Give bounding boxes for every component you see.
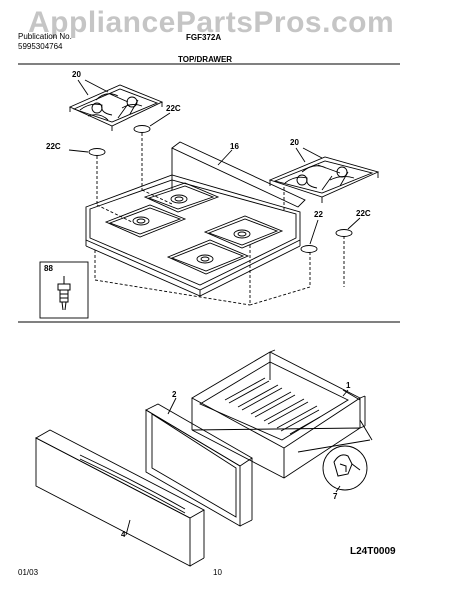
drawer-glide xyxy=(333,454,361,477)
cooktop-main xyxy=(85,141,306,297)
inset-box xyxy=(39,261,89,319)
publication-number: 5995304764 xyxy=(18,42,63,51)
burner-cap-right xyxy=(335,229,353,237)
grate-right xyxy=(268,156,380,203)
callout-cap-left-a: 22C xyxy=(166,104,181,113)
drawer-body xyxy=(191,349,366,479)
callout-grate-left: 20 xyxy=(72,70,81,79)
burner-cap-left-a xyxy=(133,125,151,133)
section-title: TOP/DRAWER xyxy=(178,55,233,64)
callout-cap-left-b: 22C xyxy=(46,142,61,151)
burner-cap-left-b xyxy=(88,148,106,156)
model-number: FGF372A xyxy=(186,33,222,42)
callout-drawer: 1 xyxy=(346,381,351,390)
callout-drawer-front: 4 xyxy=(121,530,126,539)
callout-head-right: 22 xyxy=(314,210,323,219)
grate-left xyxy=(68,84,164,131)
callout-cap-right: 22C xyxy=(356,209,371,218)
glide-detail-circle xyxy=(322,445,368,491)
callout-grate-right: 20 xyxy=(290,138,299,147)
drawer-front-panel xyxy=(35,429,205,567)
burner-head-right xyxy=(300,245,318,253)
callout-drawer-liner: 2 xyxy=(172,390,177,399)
diagram-code: L24T0009 xyxy=(350,546,396,557)
callout-top: 16 xyxy=(230,142,239,151)
page-number: 10 xyxy=(213,568,222,577)
callout-inset-ref: 88 xyxy=(44,264,53,273)
drawer-liner xyxy=(145,403,253,527)
publication-label: Publication No. xyxy=(18,32,72,41)
orifice-fitting xyxy=(57,276,71,311)
callout-glide: 7 xyxy=(333,492,338,501)
watermark-text: AppliancePartsPros.com xyxy=(28,6,395,39)
footer-date: 01/03 xyxy=(18,568,39,577)
